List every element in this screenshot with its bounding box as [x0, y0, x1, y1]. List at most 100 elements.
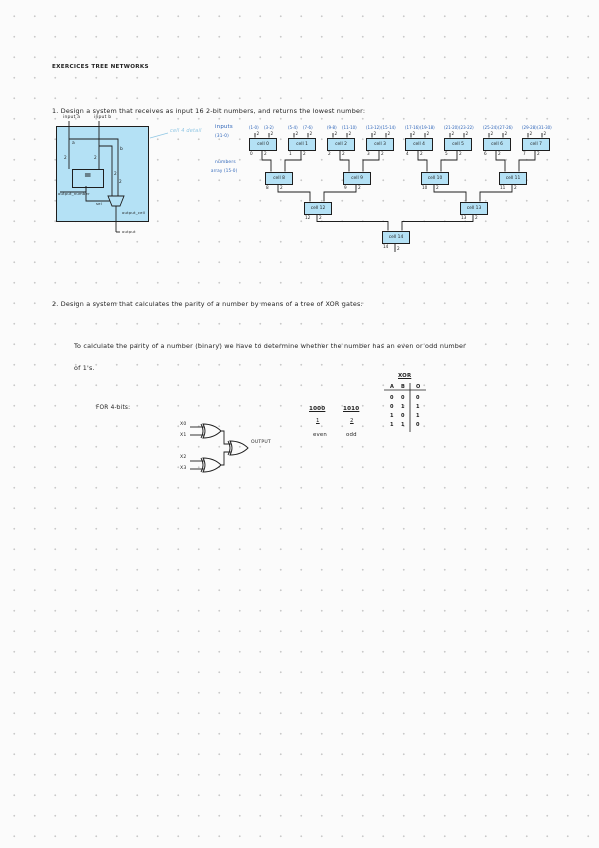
wire-width-label: 2 — [498, 151, 501, 156]
wire-width-label: 2 — [475, 215, 478, 220]
example-1-parity: even — [313, 432, 328, 438]
cell-index-label: 11 — [500, 185, 506, 190]
wire-width-label: 2 — [264, 151, 267, 156]
tree-cell: cell 0 — [249, 137, 277, 151]
tree-cell: cell 5 — [444, 137, 472, 151]
wire-width-label: 2 — [459, 151, 462, 156]
example-2-number: 1010 — [343, 406, 360, 412]
xor-table-header: B — [401, 384, 405, 390]
output-number-label: output_number — [58, 191, 90, 196]
wire-width-label: 2 — [544, 131, 547, 136]
xor-table-cell: 0 — [416, 422, 420, 428]
xor-table-cell: 0 — [401, 413, 405, 419]
wire-width-label: 2 — [381, 151, 384, 156]
wire-width-label: 2 — [420, 151, 423, 156]
numbers-sublabel: array (15-0) — [211, 168, 238, 173]
bit-range-label: (17-16) — [405, 125, 420, 130]
cell-index-label: 0 — [250, 151, 253, 156]
bit-range-label: (31-30) — [537, 125, 552, 130]
cell-index-label: 10 — [422, 185, 428, 190]
cell-index-label: 14 — [383, 244, 389, 249]
bit-range-label: (9-8) — [327, 125, 337, 130]
example-1-count: 1 — [316, 418, 320, 424]
wire-width-label: 2 — [303, 151, 306, 156]
wire-width-label: 2 — [257, 131, 260, 136]
xor-table-cell: 0 — [401, 395, 405, 401]
bit-range-label: (5-4) — [288, 125, 298, 130]
wire-width-label: 2 — [491, 131, 494, 136]
tree-cell: cell 6 — [483, 137, 511, 151]
tree-cell: cell 14 — [382, 230, 410, 244]
tree-cell: cell 13 — [460, 201, 488, 215]
cell-index-label: 3 — [367, 151, 370, 156]
bit-range-label: (19-18) — [420, 125, 435, 130]
tree-cell: cell 12 — [304, 201, 332, 215]
svg-text:2: 2 — [119, 179, 122, 184]
wire-width-label: 2 — [296, 131, 299, 136]
tree-cell: cell 1 — [288, 137, 316, 151]
xor-table-cell: 1 — [401, 404, 405, 410]
xor-table-cell: 1 — [416, 404, 420, 410]
tree-cell: cell 2 — [327, 137, 355, 151]
cell-b-label: b — [120, 147, 124, 152]
output-width-label: 2 — [397, 246, 400, 251]
xor-gate-2 — [202, 457, 222, 473]
compare-block — [72, 169, 104, 188]
exercise-1-prompt: 1. Design a system that receives as inpu… — [52, 107, 366, 115]
wire-width-label: 2 — [349, 131, 352, 136]
bit-range-label: (1-0) — [249, 125, 259, 130]
bit-range-label: (7-6) — [303, 125, 313, 130]
tree-cell: cell 11 — [499, 171, 527, 185]
xor-table-cell: 0 — [416, 395, 420, 401]
bit-range-label: (15-14) — [381, 125, 396, 130]
tree-cell: cell 8 — [265, 171, 293, 185]
input-x0: X0 — [180, 422, 187, 427]
cell-index-label: 2 — [328, 151, 331, 156]
xor-table-cell: 1 — [401, 422, 405, 428]
page-title: EXERCICES TREE NETWORKS — [52, 64, 149, 70]
example-2-parity: odd — [346, 432, 357, 438]
wire-width-label: 2 — [466, 131, 469, 136]
svg-text:2: 2 — [64, 155, 67, 160]
wire-width-label: 2 — [319, 215, 322, 220]
example-2-count: 2 — [350, 418, 354, 424]
wire-width-label: 2 — [413, 131, 416, 136]
cell-index-label: 7 — [523, 151, 526, 156]
output-label: output — [122, 229, 136, 234]
wire-width-label: 2 — [335, 131, 338, 136]
tree-cell: cell 9 — [343, 171, 371, 185]
numbers-label: numbers — [215, 160, 236, 165]
bit-range-label: (23-22) — [459, 125, 474, 130]
for-4-bits-label: FOR 4-bits: — [96, 405, 131, 411]
cell-index-label: 9 — [344, 185, 347, 190]
input-x1: X1 — [180, 433, 187, 438]
explanation-line-1: To calculate the parity of a number (bin… — [74, 342, 467, 350]
exercise-2-prompt: 2. Design a system that calculates the p… — [52, 300, 363, 308]
cell-detail-annotation: cell 4 detail — [170, 128, 202, 134]
wire-width-label: 2 — [271, 131, 274, 136]
xor-table-cell: 1 — [390, 413, 394, 419]
xor-table-cell: 0 — [390, 395, 394, 401]
cell-index-label: 5 — [445, 151, 448, 156]
wire-width-label: 2 — [358, 185, 361, 190]
inputs-range: (31-0) — [215, 133, 229, 138]
cell-a-label: a — [72, 141, 75, 146]
cell-input-a-label: input a — [63, 115, 81, 120]
bit-range-label: (29-28) — [522, 125, 537, 130]
bit-range-label: (21-20) — [444, 125, 459, 130]
wire-width-label: 2 — [310, 131, 313, 136]
xor-table-cell: 1 — [416, 413, 420, 419]
wire-width-label: 2 — [388, 131, 391, 136]
cell-input-b-label: input b — [94, 115, 112, 120]
cell-index-label: 1 — [289, 151, 292, 156]
compare-symbol: = — [84, 171, 92, 181]
output-cell-label: output_cell — [122, 210, 146, 215]
wire-width-label: 2 — [436, 185, 439, 190]
xor-table-header: O — [416, 384, 420, 390]
output-label-xor: OUTPUT — [251, 440, 271, 445]
xor-gate-3 — [229, 440, 249, 456]
xor-table-cell: 0 — [390, 404, 394, 410]
xor-table-cell: 1 — [390, 422, 394, 428]
